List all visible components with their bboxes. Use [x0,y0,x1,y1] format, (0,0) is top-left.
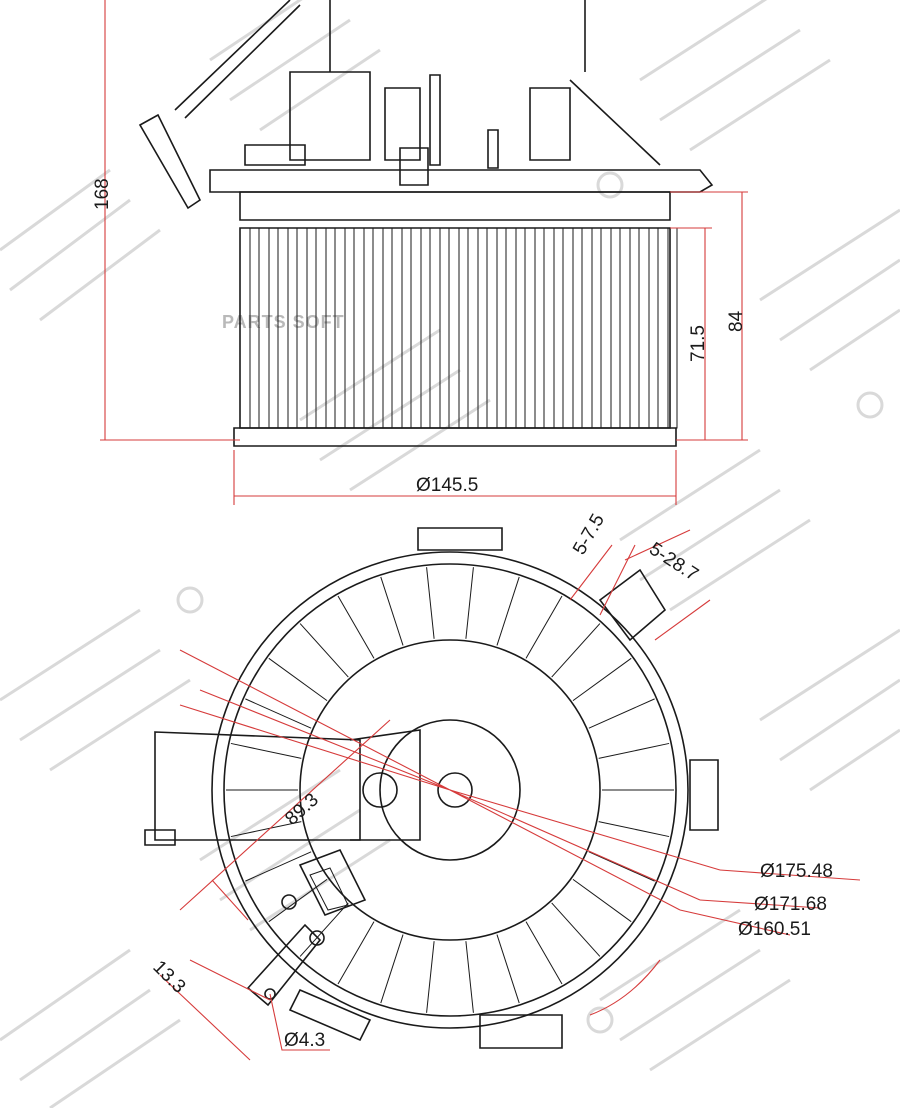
rotor-fin [344,227,355,429]
blade [380,576,404,646]
mount-hole [264,988,276,1000]
rotor-fin [553,227,564,429]
parts-soft-watermark: PARTS SOFT [222,312,345,332]
dim-84-label: 84 [726,310,747,332]
blade [572,878,632,923]
rotor-fin [515,227,526,429]
top-dimensions: 5-7.5 5-28.7 Ø175.48 Ø171.68 Ø160.51 89.… [148,510,861,1061]
rotor-fin [572,227,583,429]
blade [465,567,474,639]
blade [551,902,601,957]
inner-hub [299,639,601,941]
side-dimensions: 168 71.5 84 Ø145.5 [92,0,748,505]
blade [337,921,375,985]
blade [299,623,349,678]
blade [245,698,312,729]
dim-89-3-label: 89.3 [281,789,323,829]
registered-mark [176,171,884,1034]
rotor-fin [439,227,450,429]
rotor-fin [477,227,488,429]
blade [268,657,328,702]
blade [525,595,563,659]
dim-5-7-5-label: 5-7.5 [569,510,609,558]
dim-171-68-label: Ø171.68 [754,894,827,915]
blade [245,851,312,882]
blade [496,934,520,1004]
blade [380,934,404,1004]
dim-71-5-label: 71.5 [688,325,709,362]
rotor-fin [401,227,412,429]
blade [465,941,474,1013]
motor-block [289,71,371,161]
side-view [138,0,714,447]
blade [337,595,375,659]
rotor-fin [648,227,659,429]
shaft [437,772,473,808]
outer-housing [211,551,689,1029]
rotor-base [233,427,677,447]
blade [598,742,670,759]
terminal-block [298,848,367,917]
blade [588,698,655,729]
dim-4-3-label: Ø4.3 [284,1030,325,1051]
mount-bracket [246,923,322,1007]
rotor-fin [534,227,545,429]
blade [426,567,435,639]
rotor-fin [382,227,393,429]
top-view [144,527,719,1049]
rotor-fin [610,227,621,429]
dim-168-label: 168 [92,178,113,210]
blade [299,902,349,957]
dim-175-48-label: Ø175.48 [760,861,833,882]
dim-13-3-label: 13.3 [148,957,189,998]
blade [268,878,328,923]
rotor-fin [458,227,469,429]
dim-160-51-label: Ø160.51 [738,919,811,940]
blade [598,821,670,838]
blade [496,576,520,646]
blade [525,921,563,985]
rotor-fin [496,227,507,429]
rotor-fin [363,227,374,429]
blade [230,821,302,838]
hub-spokes [226,567,674,1013]
top-tab [417,527,503,551]
mount-plate [209,169,714,193]
blade [551,623,601,678]
blade [572,657,632,702]
rotor-fin [629,227,640,429]
rotor-fin [591,227,602,429]
dim-145-5-label: Ø145.5 [416,475,478,496]
blade [230,742,302,759]
side-flap [138,113,202,210]
blade [588,851,655,882]
rotor-fin [420,227,431,429]
blade [426,941,435,1013]
